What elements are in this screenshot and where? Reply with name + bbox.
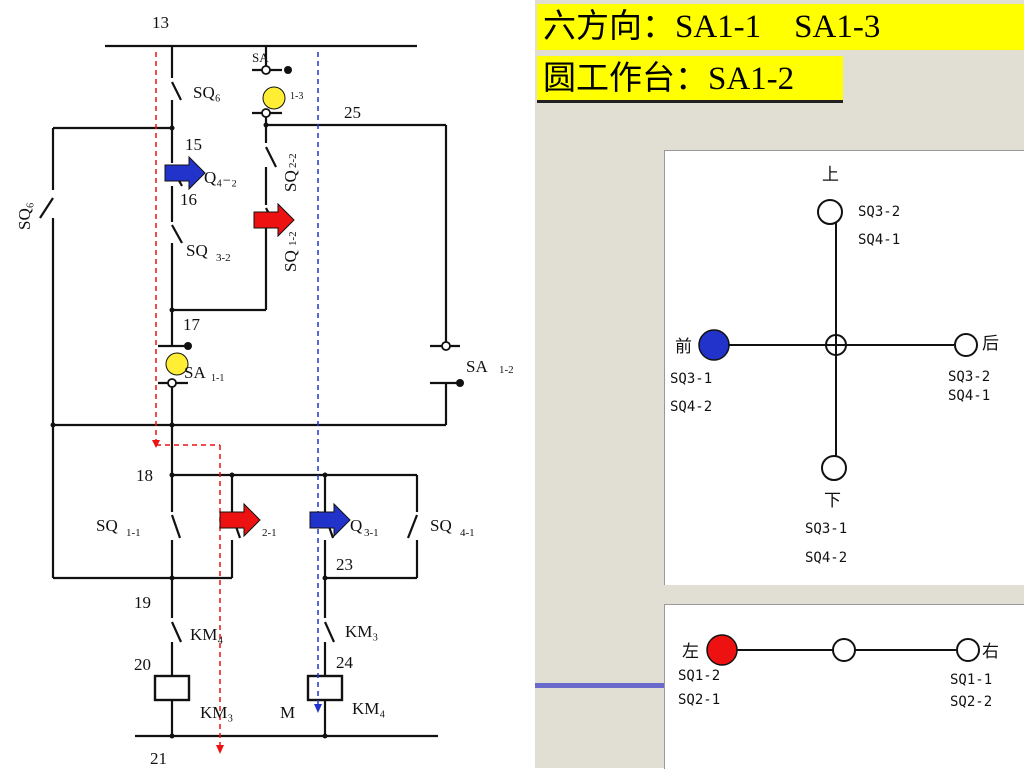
six-direction-banner: 六方向：SA1-1 SA1-3 [537, 4, 1024, 50]
left-code-1: SQ1-2 [678, 668, 720, 684]
label-sq6-left: SQ₆ [15, 202, 34, 230]
label-km3-coil: KM₃ [200, 703, 233, 722]
label-sq3-1: Q [350, 516, 362, 535]
down-label: 下 [824, 491, 841, 510]
down-code-1: SQ3-1 [805, 521, 847, 537]
node-20: 20 [134, 655, 151, 674]
label-sa1-1-sub: 1-1 [211, 373, 224, 384]
label-sa1-3: SA [252, 50, 269, 65]
label-km4-coil: KM₄ [352, 699, 385, 718]
up-label: 上 [822, 165, 839, 184]
node-17: 17 [183, 315, 201, 334]
right-code-1: SQ1-1 [950, 672, 992, 688]
node-18: 18 [136, 466, 153, 485]
control-circuit-diagram: 13 15 16 17 18 19 20 21 23 24 25 SQ₆ SQ₆… [15, 13, 514, 768]
node-13: 13 [152, 13, 169, 32]
back-code-1: SQ3-2 [948, 369, 990, 385]
blue-arrow-sq4-2 [164, 155, 206, 191]
label-sq1-2-sub: 1-2 [287, 231, 299, 246]
accent-line [535, 683, 664, 688]
left-position-marker [706, 634, 738, 666]
node-25: 25 [344, 103, 361, 122]
down-code-2: SQ4-2 [805, 550, 847, 566]
label-sa1-2-sub: 1-2 [499, 364, 514, 376]
joystick-cross-diagram: 上 SQ3-2 SQ4-1 前 SQ3-1 SQ4-2 后 SQ3-2 SQ4-… [670, 165, 999, 566]
label-sq6-top: SQ₆ [193, 83, 221, 102]
label-sq3-1-sub: 3-1 [364, 527, 379, 539]
back-code-2: SQ4-1 [948, 388, 990, 404]
label-m: M [280, 703, 295, 722]
front-label: 前 [675, 337, 692, 356]
label-km3-contact: KM₃ [345, 622, 378, 641]
blue-path-arrowhead [314, 704, 322, 713]
node-15: 15 [185, 135, 202, 154]
label-sa1-1: SA [184, 363, 206, 382]
label-sa1-3-sub: 1-3 [290, 91, 303, 102]
label-sq4-2: Q₄₋₂ [204, 168, 237, 187]
up-code-1: SQ3-2 [858, 204, 900, 220]
joystick-cross-panel [664, 150, 1024, 585]
red-path-end-arrowhead [216, 745, 224, 754]
sa1-3-marker [262, 86, 286, 110]
round-table-banner: 圆工作台：SA1-2 [537, 56, 843, 103]
red-arrow-sq2-1 [219, 502, 261, 538]
sa1-1-marker [165, 352, 189, 376]
left-code-2: SQ2-1 [678, 692, 720, 708]
label-sq1-1: SQ [96, 516, 118, 535]
right-code-2: SQ2-2 [950, 694, 992, 710]
up-code-2: SQ4-1 [858, 232, 900, 248]
node-21: 21 [150, 749, 167, 768]
front-code-2: SQ4-2 [670, 399, 712, 415]
label-sq2-2: SQ [281, 170, 300, 192]
blue-arrow-sq3-1 [309, 502, 351, 538]
left-label: 左 [682, 642, 699, 661]
node-24: 24 [336, 653, 354, 672]
label-sq4-1: SQ [430, 516, 452, 535]
node-23: 23 [336, 555, 353, 574]
label-sq3-2: SQ [186, 241, 208, 260]
node-19: 19 [134, 593, 151, 612]
node-16: 16 [180, 190, 197, 209]
label-sq2-2-sub: 2-2 [287, 153, 299, 168]
front-position-marker [698, 329, 730, 361]
label-sq4-1-sub: 4-1 [460, 527, 475, 539]
label-sq1-1-sub: 1-1 [126, 527, 141, 539]
label-sa1-2: SA [466, 357, 488, 376]
label-sq2-1-sub: 2-1 [262, 527, 277, 539]
label-sq3-2-sub: 3-2 [216, 252, 231, 264]
label-sq1-2: SQ [281, 250, 300, 272]
back-label: 后 [982, 334, 999, 353]
red-arrow-sq1-2 [253, 202, 295, 238]
joystick-line-diagram: 左 SQ1-2 SQ2-1 右 SQ1-1 SQ2-2 [678, 634, 999, 710]
front-code-1: SQ3-1 [670, 371, 712, 387]
label-km4-contact: KM₄ [190, 625, 223, 644]
right-label: 右 [982, 642, 999, 661]
red-path-arrowhead [152, 440, 160, 448]
joystick-line-panel [664, 604, 1024, 769]
